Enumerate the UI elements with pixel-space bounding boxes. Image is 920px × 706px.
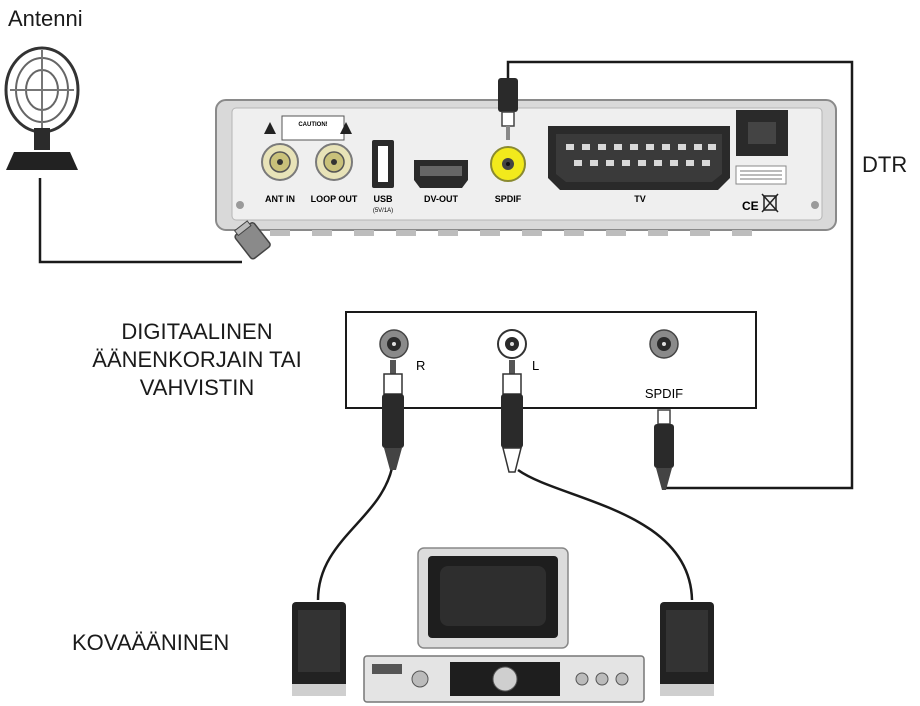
cables <box>38 60 854 601</box>
usb-rating: (5V/1A) <box>373 208 393 214</box>
dtr-receiver: CAUTION! ANT IN LOOP OUT USB (5V/1A) <box>215 99 837 236</box>
amplifier-label-line-3: VAHVISTIN <box>139 375 255 400</box>
spdif-in-label: SPDIF <box>645 386 683 401</box>
spdif-out-port <box>490 146 526 182</box>
antenna-icon <box>4 46 80 170</box>
warning-text: CAUTION! <box>298 122 327 128</box>
r-audio-cable <box>316 467 394 601</box>
amplifier-label: DIGITAALINEN ÄÄNENKORJAIN TAI VAHVISTIN <box>62 318 332 402</box>
loop-out-port <box>315 143 353 181</box>
antenna-label: Antenni <box>8 6 83 31</box>
right-speaker-icon <box>660 602 714 696</box>
dtr-label: DTR <box>862 152 908 177</box>
screw-right <box>811 201 819 209</box>
amplifier-box: R L SPDIF <box>345 311 757 409</box>
bin-icon <box>761 193 779 213</box>
left-speaker-icon <box>292 602 346 696</box>
warning-icon <box>340 122 352 134</box>
r-jack-label: R <box>416 358 425 373</box>
hdmi-label: DV-OUT <box>424 194 459 204</box>
scart-port <box>548 126 730 190</box>
loop-out-label: LOOP OUT <box>311 194 358 204</box>
antenna-plug <box>233 220 271 260</box>
usb-port <box>372 140 394 188</box>
screw-left <box>236 201 244 209</box>
stereo-receiver-icon <box>363 655 645 703</box>
spdif-in-jack <box>649 329 679 359</box>
warning-icon <box>264 122 276 134</box>
spdif-cable <box>506 60 854 490</box>
ant-in-port <box>261 143 299 181</box>
r-plug <box>382 360 404 470</box>
l-plug <box>501 360 523 473</box>
ce-mark: CE <box>742 199 759 213</box>
spdif-out-label: SPDIF <box>495 194 522 204</box>
amplifier-label-line-2: ÄÄNENKORJAIN TAI <box>92 347 302 372</box>
usb-label: USB <box>373 194 393 204</box>
l-audio-cable <box>517 468 694 601</box>
antenna-cable <box>38 178 242 264</box>
tv-label: TV <box>634 194 646 204</box>
ant-in-label: ANT IN <box>265 194 295 204</box>
l-jack-label: L <box>532 358 539 373</box>
hdmi-port <box>414 160 468 188</box>
receiver-feet <box>270 230 752 236</box>
speaker-label: KOVAÄÄNINEN <box>72 630 230 655</box>
l-jack <box>497 329 527 359</box>
r-jack <box>379 329 409 359</box>
spdif-in-plug <box>654 409 674 490</box>
subwoofer-icon <box>417 547 569 649</box>
warning-box <box>281 115 345 141</box>
amplifier-label-line-1: DIGITAALINEN <box>121 319 273 344</box>
dtr-spdif-plug <box>498 78 518 140</box>
